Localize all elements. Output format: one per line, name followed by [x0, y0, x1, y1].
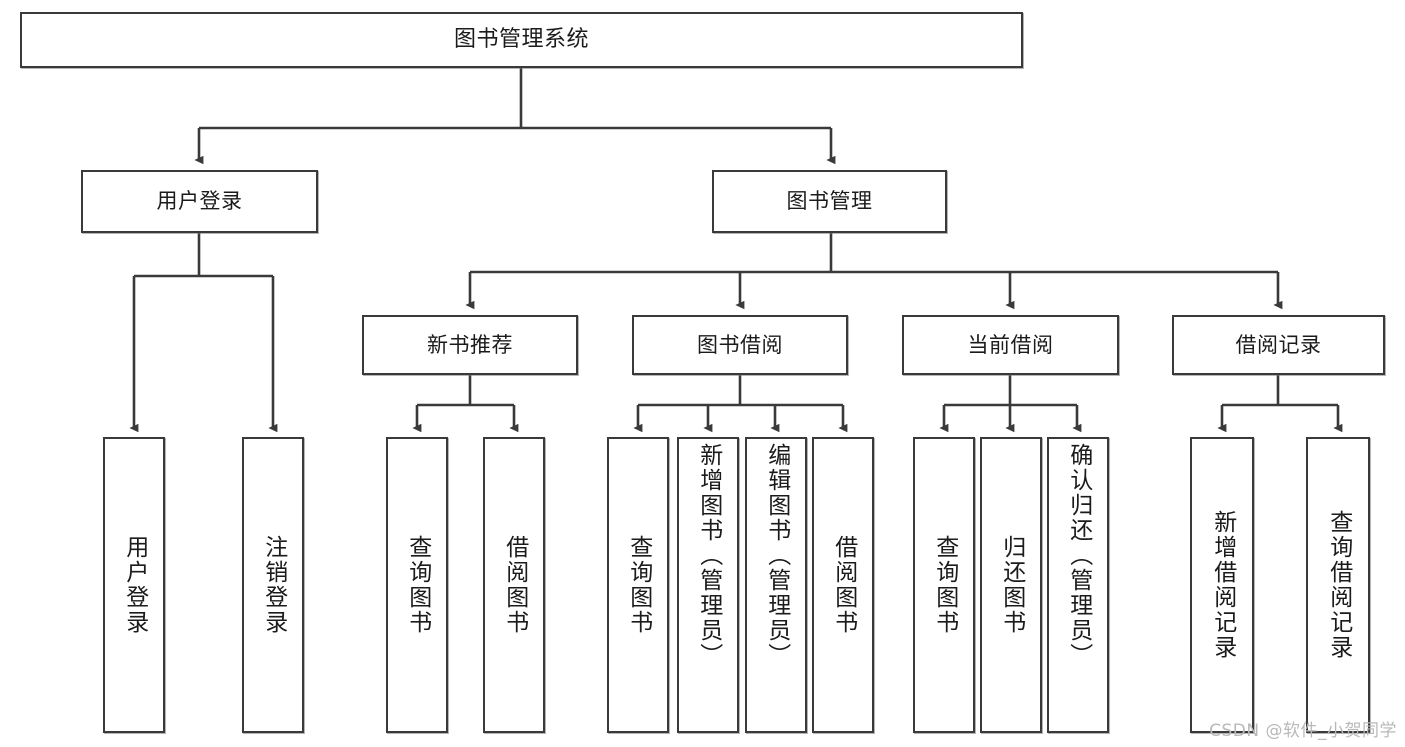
node-label: 新增图书（管理员） [695, 443, 722, 668]
leaf-user-login[interactable]: 用户登录 [103, 437, 165, 733]
node-label: 图书管理系统 [453, 27, 589, 53]
node-label: 确认归还（管理员） [1065, 443, 1092, 668]
node-book-borrow[interactable]: 图书借阅 [632, 315, 848, 375]
node-label: 借阅记录 [1235, 332, 1322, 357]
node-label: 归还图书 [998, 535, 1025, 635]
leaf-query-record[interactable]: 查询借阅记录 [1306, 437, 1370, 733]
leaf-query-book-2[interactable]: 查询图书 [607, 437, 669, 733]
leaf-logout[interactable]: 注销登录 [242, 437, 304, 733]
node-label: 借阅图书 [501, 535, 528, 635]
leaf-borrow-book-2[interactable]: 借阅图书 [812, 437, 874, 733]
csdn-watermark: CSDN @软件_小贺同学 [1209, 721, 1397, 741]
node-book-manage[interactable]: 图书管理 [712, 170, 947, 233]
node-current-borrow[interactable]: 当前借阅 [902, 315, 1119, 375]
node-label: 当前借阅 [967, 332, 1054, 357]
leaf-confirm-return[interactable]: 确认归还（管理员） [1047, 437, 1109, 733]
leaf-query-book-3[interactable]: 查询图书 [913, 437, 975, 733]
leaf-add-record[interactable]: 新增借阅记录 [1190, 437, 1254, 733]
leaf-borrow-book-1[interactable]: 借阅图书 [483, 437, 545, 733]
node-label: 查询借阅记录 [1325, 510, 1352, 660]
leaf-add-book[interactable]: 新增图书（管理员） [677, 437, 739, 733]
node-label: 查询图书 [404, 535, 431, 635]
node-label: 注销登录 [260, 535, 287, 635]
node-label: 借阅图书 [830, 535, 857, 635]
node-label: 查询图书 [931, 535, 958, 635]
node-label: 新增借阅记录 [1209, 510, 1236, 660]
node-label: 编辑图书（管理员） [763, 443, 790, 668]
node-root-system[interactable]: 图书管理系统 [20, 12, 1023, 68]
node-label: 查询图书 [625, 535, 652, 635]
leaf-edit-book[interactable]: 编辑图书（管理员） [745, 437, 807, 733]
node-label: 新书推荐 [427, 332, 513, 357]
node-user-login[interactable]: 用户登录 [81, 170, 318, 233]
leaf-query-book-1[interactable]: 查询图书 [386, 437, 448, 733]
node-new-book-rec[interactable]: 新书推荐 [362, 315, 578, 375]
node-label: 图书管理 [786, 189, 873, 214]
node-borrow-record[interactable]: 借阅记录 [1172, 315, 1385, 375]
node-label: 用户登录 [156, 189, 243, 214]
leaf-return-book[interactable]: 归还图书 [980, 437, 1042, 733]
node-label: 用户登录 [121, 535, 148, 635]
node-label: 图书借阅 [697, 332, 783, 357]
